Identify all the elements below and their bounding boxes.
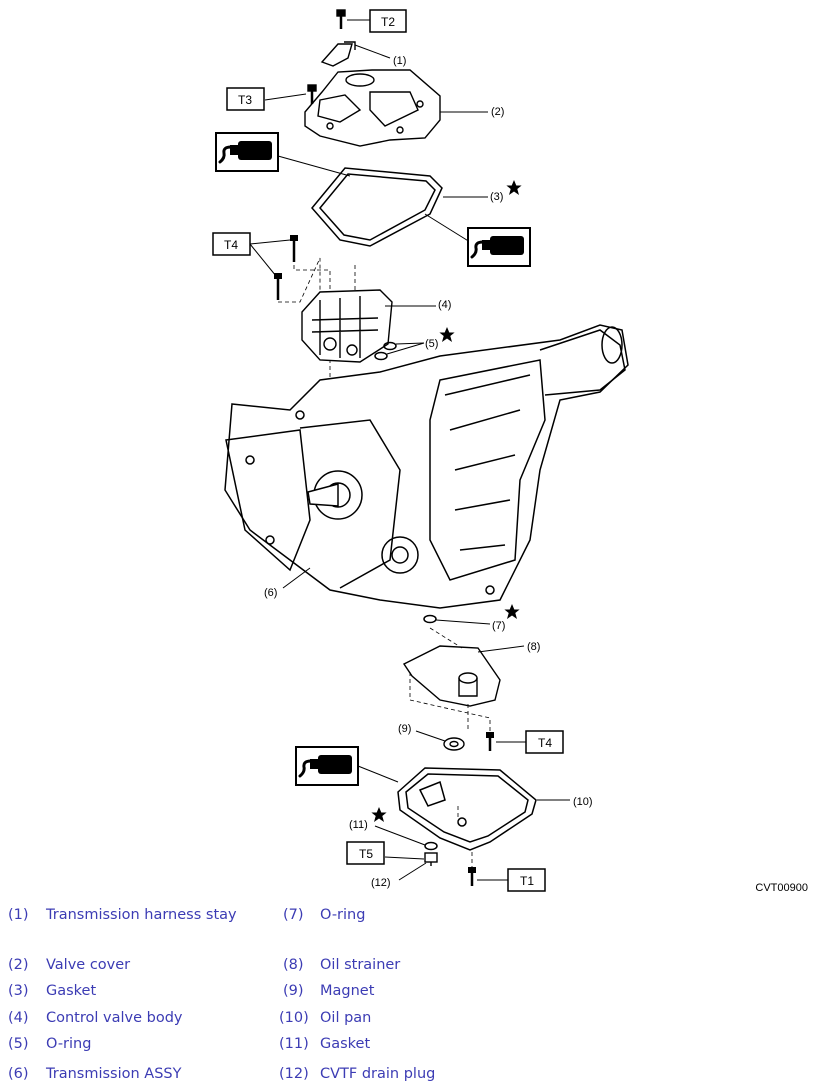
callout-2: (2) bbox=[491, 106, 504, 118]
gasket-upper bbox=[311, 167, 443, 247]
legend-item: (1) Transmission harness stay bbox=[8, 907, 237, 923]
control-valve-body bbox=[301, 289, 393, 363]
legend-item: (7) O-ring bbox=[283, 907, 366, 923]
legend-item: (6) Transmission ASSY bbox=[8, 1066, 182, 1082]
star-icon bbox=[439, 327, 455, 342]
svg-text:T5: T5 bbox=[359, 847, 373, 861]
oil-pan bbox=[397, 767, 537, 851]
legend-item: (3) Gasket bbox=[8, 983, 97, 999]
valve-cover bbox=[304, 69, 441, 147]
t4-bolt-lower bbox=[484, 730, 496, 753]
callout-11: (11) bbox=[349, 819, 368, 831]
t4-bolts-upper bbox=[272, 233, 300, 300]
o-rings-5 bbox=[374, 341, 397, 361]
legend-item: (10) Oil pan bbox=[279, 1010, 372, 1026]
o-ring-7 bbox=[423, 614, 437, 624]
callout-10: (10) bbox=[573, 796, 593, 808]
transmission-assy bbox=[224, 324, 629, 609]
torque-tag-t5: T5 bbox=[346, 841, 385, 865]
torque-tag-t3: T3 bbox=[226, 87, 265, 111]
svg-text:T4: T4 bbox=[538, 736, 552, 750]
callout-7: (7) bbox=[492, 620, 505, 632]
callout-8: (8) bbox=[527, 641, 540, 653]
sealant-icon bbox=[466, 226, 532, 268]
torque-tag-t2: T2 bbox=[369, 9, 407, 33]
oil-strainer bbox=[402, 645, 501, 707]
svg-text:T2: T2 bbox=[381, 15, 395, 29]
legend-item: (2) Valve cover bbox=[8, 957, 131, 973]
legend-item: (8) Oil strainer bbox=[283, 957, 401, 973]
svg-text:T4: T4 bbox=[224, 238, 238, 252]
legend-item: (5) O-ring bbox=[8, 1036, 92, 1052]
callout-6: (6) bbox=[264, 587, 277, 599]
diagram-code: CVT00900 bbox=[755, 882, 808, 894]
callout-9: (9) bbox=[398, 723, 411, 735]
magnet bbox=[443, 737, 465, 751]
star-icon bbox=[504, 604, 520, 619]
callout-1: (1) bbox=[393, 55, 406, 67]
sealant-icon bbox=[214, 131, 280, 173]
exploded-parts-diagram: T2 T3 T4 T4 T5 T1 (1) (2) (3) (4) (5) (6… bbox=[212, 8, 808, 894]
star-icon bbox=[371, 807, 387, 822]
svg-text:T1: T1 bbox=[520, 874, 534, 888]
cvtf-drain-plug bbox=[424, 852, 438, 866]
callout-4: (4) bbox=[438, 299, 451, 311]
callout-5: (5) bbox=[425, 338, 438, 350]
torque-tag-t4-lower: T4 bbox=[525, 730, 564, 754]
legend-item: (4) Control valve body bbox=[8, 1010, 183, 1026]
legend-item: (12) CVTF drain plug bbox=[279, 1066, 436, 1082]
legend-item: (11) Gasket bbox=[279, 1036, 371, 1052]
torque-tag-t4-upper: T4 bbox=[212, 232, 251, 256]
star-icon bbox=[506, 180, 522, 195]
harness-stay bbox=[320, 8, 356, 67]
sealant-icon bbox=[294, 745, 360, 787]
callout-3: (3) bbox=[490, 191, 503, 203]
legend-item: (9) Magnet bbox=[283, 983, 375, 999]
svg-text:T3: T3 bbox=[238, 93, 252, 107]
torque-tag-t1: T1 bbox=[507, 868, 546, 892]
gasket-drain bbox=[424, 841, 438, 851]
callout-12: (12) bbox=[371, 877, 391, 889]
parts-legend: (1) Transmission harness stay (2) Valve … bbox=[0, 900, 817, 1092]
